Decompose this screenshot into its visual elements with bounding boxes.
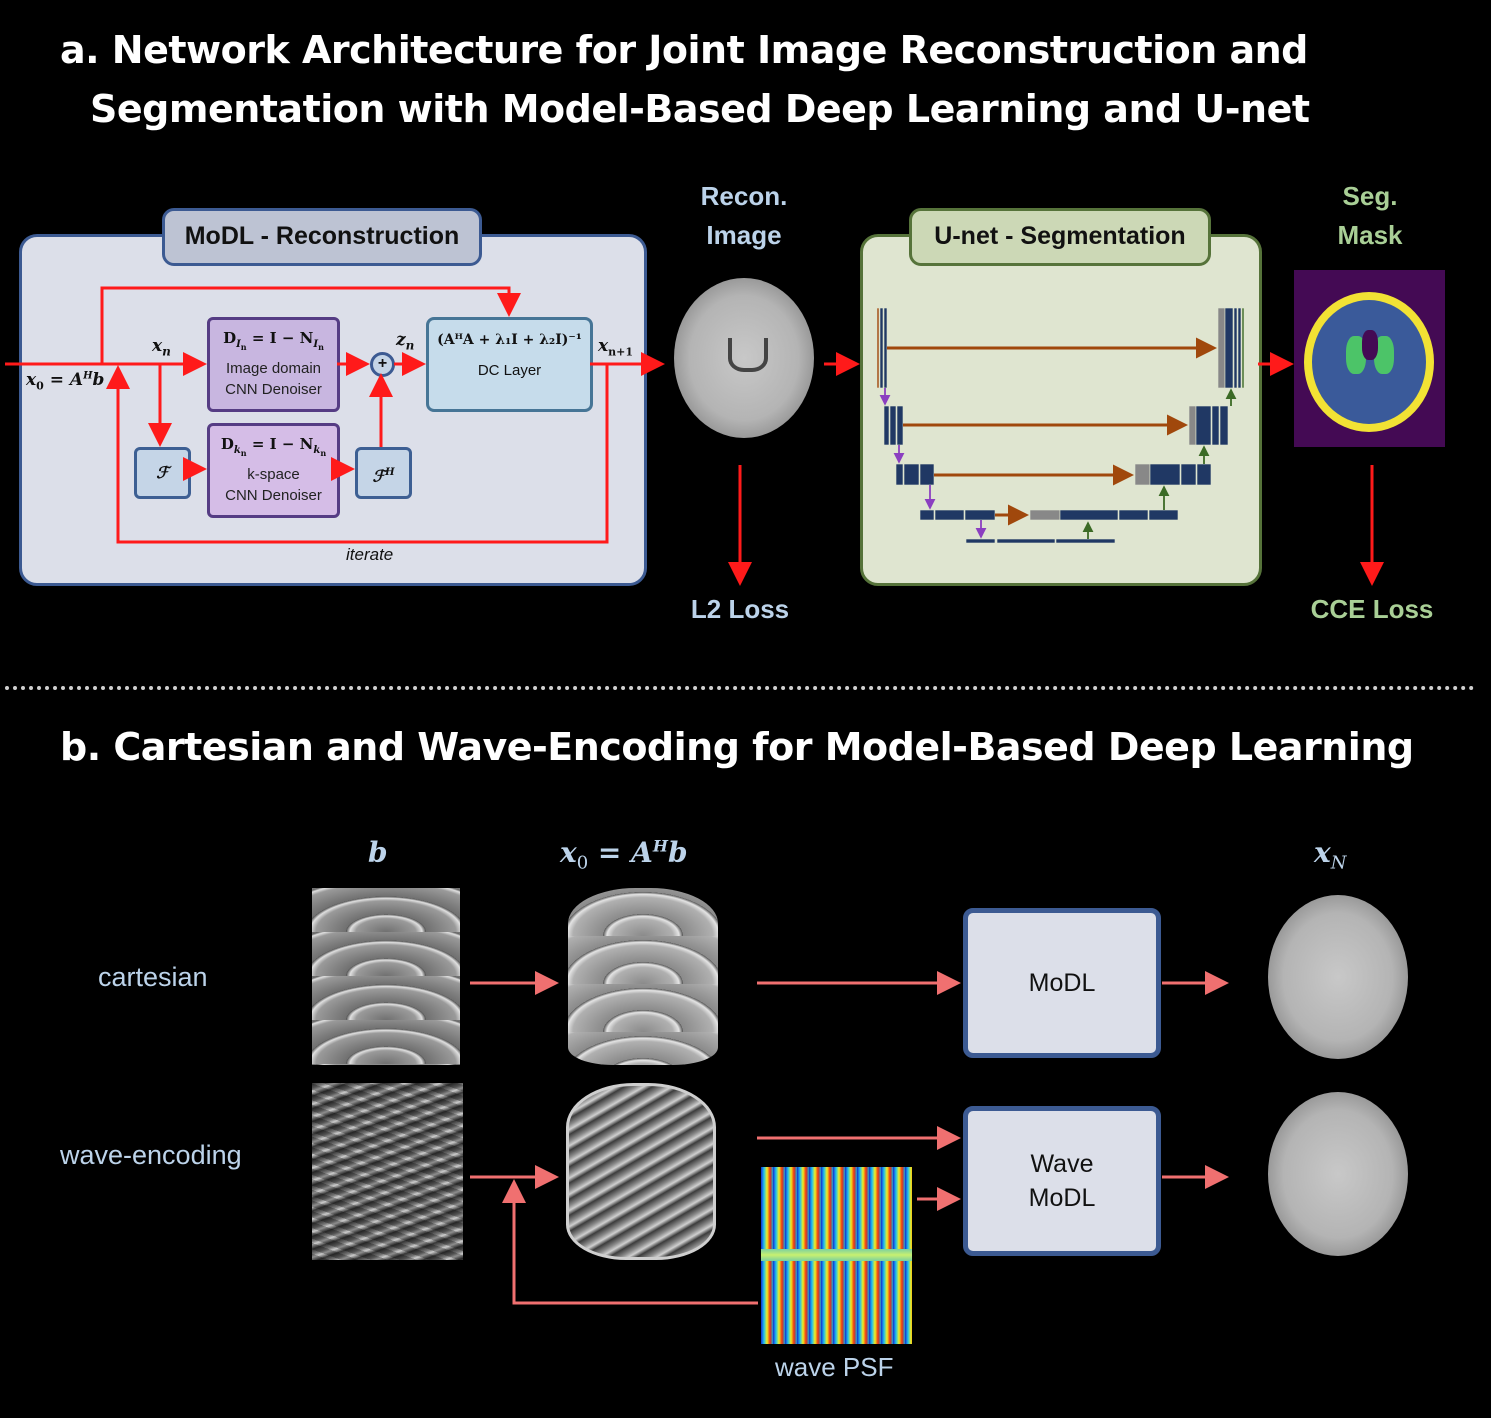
arrow-iterate-loop: [106, 364, 609, 544]
unet-concat-block: [1134, 463, 1151, 486]
unet-header: U-net - Segmentation: [909, 208, 1211, 266]
unet-block: [903, 463, 920, 486]
unet-block: [934, 509, 965, 521]
zn-label: zn: [396, 330, 415, 353]
unet-block: [1149, 463, 1181, 486]
dc-layer-box: (AᴴA + λ₁I + λ₂I)⁻¹ DC Layer: [426, 317, 593, 412]
arrow-skip-to-dc: [100, 286, 521, 364]
xn-label: xn: [152, 336, 171, 359]
unet-concat-block: [1217, 307, 1226, 389]
wave-psf-label: wave PSF: [775, 1352, 894, 1382]
dc-label: DC Layer: [477, 362, 542, 379]
arrow-psf-to-forward: [502, 1179, 758, 1305]
unet-diagram: [876, 307, 1245, 544]
unet-block: [896, 405, 904, 446]
unet-block: [1219, 405, 1229, 446]
cce-loss-label: CCE Loss: [1310, 594, 1434, 624]
wave-modl-line2: MoDL: [1028, 1184, 1096, 1212]
plus-icon: +: [377, 355, 388, 372]
column-xN-label: xN: [1314, 836, 1347, 874]
section-a-title-line2: Segmentation with Model-Based Deep Learn…: [90, 87, 1310, 131]
image-denoiser-formula: DIn = I − NIn: [223, 329, 324, 352]
modl-model-label: MoDL: [1028, 969, 1096, 997]
cartesian-output-brain: [1262, 889, 1414, 1066]
wave-output-brain: [1262, 1086, 1414, 1263]
unet-block: [883, 307, 888, 389]
kspace-denoiser-line1: k-space: [247, 466, 300, 483]
unet-block: [1059, 509, 1119, 521]
xn1-label: xn+1: [598, 336, 634, 359]
section-a-title-line1: a. Network Architecture for Joint Image …: [60, 28, 1308, 72]
image-denoiser-line1: Image domain: [225, 360, 322, 377]
unet-block: [1224, 307, 1234, 389]
unet-concat-block: [1188, 405, 1197, 446]
unet-block: [1195, 405, 1212, 446]
recon-title-line2: Image: [706, 220, 782, 250]
unet-output-channel: [1241, 307, 1245, 389]
cartesian-x0-image: [568, 888, 718, 1065]
unet-block: [1180, 463, 1197, 486]
unet-block: [883, 405, 890, 446]
inverse-fourier-box: ℱH: [355, 447, 412, 499]
cartesian-kspace-image: [312, 888, 460, 1065]
unet-block: [964, 509, 996, 521]
unet-block: [1118, 509, 1149, 521]
unet-block: [919, 509, 935, 521]
unet-input-channel: [876, 307, 880, 389]
sum-node: +: [370, 352, 395, 377]
wave-modl-model-box: Wave MoDL: [963, 1106, 1161, 1256]
column-x0-label: x0 = AHb: [560, 836, 688, 874]
unet-block: [1055, 538, 1116, 544]
iterate-label: iterate: [346, 545, 394, 564]
segmentation-mask-image: [1294, 270, 1445, 447]
kspace-denoiser-line2: CNN Denoiser: [225, 487, 322, 504]
modl-header: MoDL - Reconstruction: [162, 208, 482, 266]
wave-x0-image: [566, 1083, 716, 1260]
image-domain-denoiser: DIn = I − NIn Image domain CNN Denoiser: [207, 317, 340, 412]
unet-block: [1196, 463, 1212, 486]
unet-block: [1233, 307, 1238, 389]
row-label-wave-encoding: wave-encoding: [60, 1140, 242, 1170]
recon-brain-image: [668, 272, 820, 444]
wave-modl-line1: Wave: [1030, 1150, 1094, 1178]
column-b-label: b: [368, 836, 388, 869]
unet-block: [965, 538, 996, 544]
unet-block: [1148, 509, 1179, 521]
seg-title-line1: Seg.: [1342, 181, 1398, 211]
recon-title-line1: Recon.: [700, 181, 788, 211]
fourier-symbol: ℱ: [156, 463, 169, 482]
row-label-cartesian: cartesian: [98, 962, 208, 992]
dc-formula: (AᴴA + λ₁I + λ₂I)⁻¹: [437, 332, 582, 348]
modl-model-box: MoDL: [963, 908, 1161, 1058]
kspace-denoiser: Dkn = I − Nkn k-space CNN Denoiser: [207, 423, 340, 518]
unet-block: [1237, 307, 1242, 389]
section-divider: [5, 686, 1475, 690]
unet-block: [879, 307, 884, 389]
x0-input-label: x0 = AHb: [26, 370, 105, 393]
inverse-fourier-symbol: ℱ: [372, 466, 386, 486]
unet-concat-block: [1029, 509, 1061, 521]
wave-kspace-image: [312, 1083, 463, 1260]
unet-block: [996, 538, 1056, 544]
kspace-denoiser-formula: Dkn = I − Nkn: [220, 435, 327, 458]
unet-block: [895, 463, 904, 486]
l2-loss-label: L2 Loss: [690, 594, 790, 624]
unet-block: [889, 405, 897, 446]
unet-block: [1211, 405, 1220, 446]
section-b-title: b. Cartesian and Wave-Encoding for Model…: [60, 725, 1414, 769]
seg-title-line2: Mask: [1337, 220, 1403, 250]
wave-psf-image: [761, 1167, 912, 1344]
image-denoiser-line2: CNN Denoiser: [225, 381, 322, 398]
unet-block: [919, 463, 935, 486]
